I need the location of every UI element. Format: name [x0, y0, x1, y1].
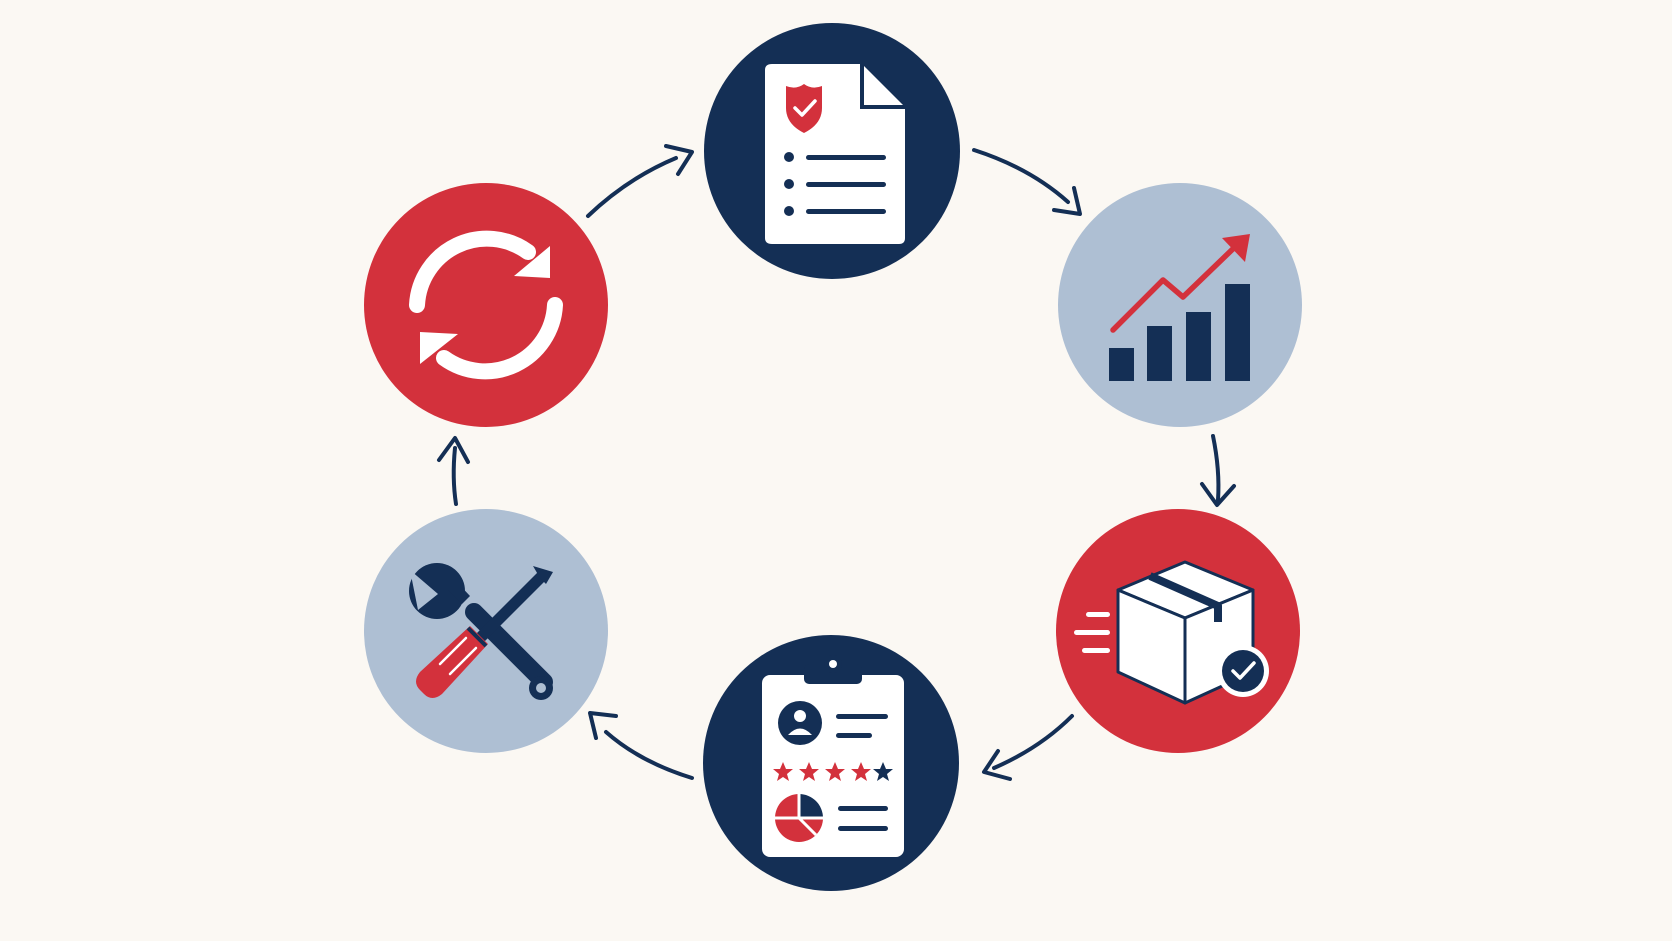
- node-delivery: [1056, 509, 1300, 753]
- node-refresh: [364, 183, 608, 427]
- arrow-tools-to-refresh: [437, 436, 470, 506]
- package-check-icon: [1074, 560, 1269, 705]
- growth-chart-icon: [1109, 234, 1250, 381]
- arrow-review-to-tools: [588, 711, 694, 780]
- node-tools: [364, 509, 608, 753]
- shield-document-icon: [765, 64, 905, 244]
- arrow-refresh-to-policy: [586, 144, 694, 218]
- node-policy: [704, 23, 960, 279]
- cycle-arrows: [437, 144, 1236, 781]
- node-refresh-circle: [364, 183, 608, 427]
- wrench-screwdriver-icon: [409, 563, 553, 700]
- node-growth-circle: [1058, 183, 1302, 427]
- arrow-policy-to-growth: [972, 148, 1082, 216]
- arrow-delivery-to-review: [982, 714, 1074, 781]
- clipboard-review-icon: [762, 655, 904, 857]
- refresh-cycle-icon: [409, 230, 563, 380]
- arrow-growth-to-delivery: [1200, 434, 1236, 507]
- node-growth: [1058, 183, 1302, 427]
- node-review: [703, 635, 959, 891]
